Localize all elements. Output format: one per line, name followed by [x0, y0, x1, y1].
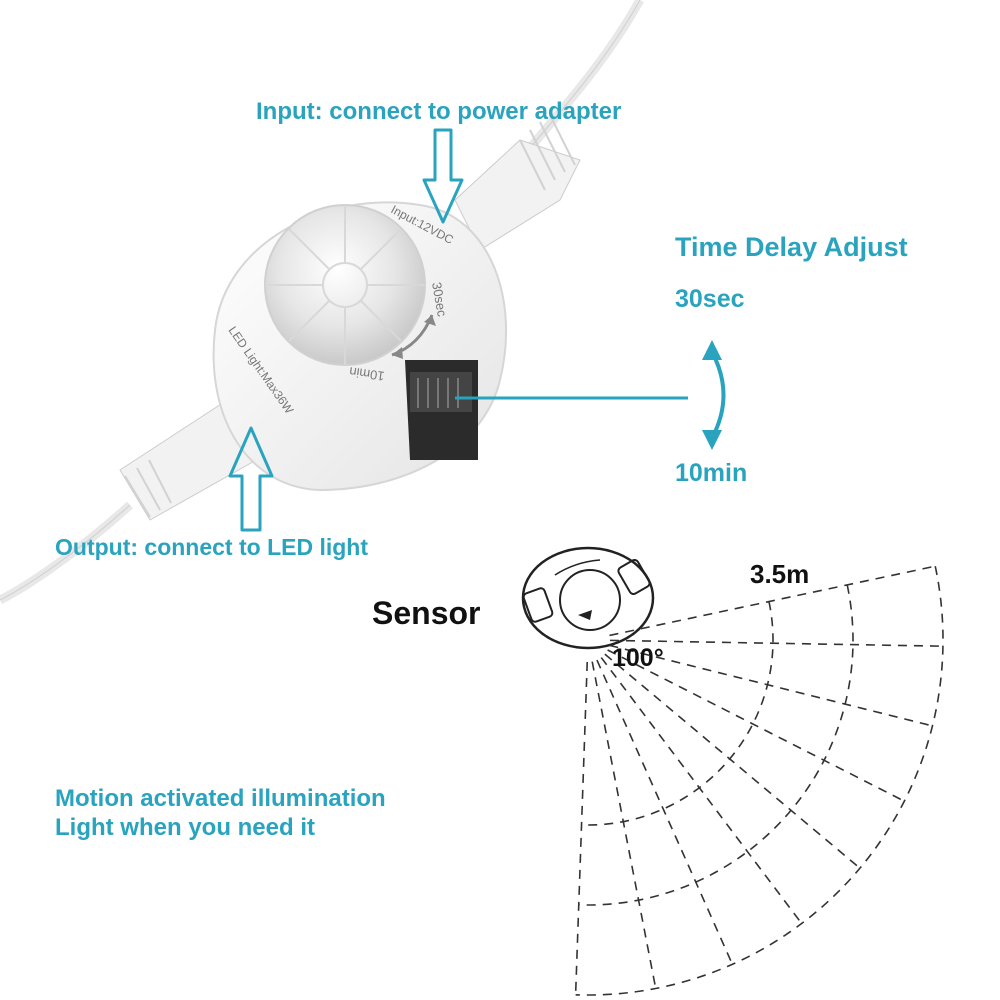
detection-ray — [609, 639, 943, 647]
detection-ray — [600, 657, 803, 924]
time-delay-min: 10min — [675, 459, 748, 487]
detection-ray — [609, 644, 933, 727]
sensor-label: Sensor — [372, 595, 481, 631]
detection-ray — [607, 649, 905, 802]
detection-arc — [575, 566, 944, 996]
detection-ray — [596, 659, 734, 965]
sensor-top-view — [521, 546, 655, 650]
input-label: Input: connect to power adapter — [256, 98, 622, 125]
detection-ray — [609, 565, 936, 637]
range-label: 3.5m — [750, 559, 810, 589]
tagline-line-2: Light when you need it — [55, 814, 315, 841]
detection-ray — [604, 653, 861, 869]
device-dial-min: 10min — [348, 364, 385, 384]
time-delay-max: 30sec — [675, 285, 745, 313]
device-dial-max: 30sec — [429, 281, 450, 318]
tagline-line-1: Motion activated illumination — [55, 785, 386, 812]
detection-zone — [574, 565, 944, 996]
output-label: Output: connect to LED light — [55, 534, 369, 560]
detection-ray — [574, 661, 589, 995]
detection-ray — [591, 661, 657, 989]
angle-label: 100° — [612, 644, 664, 672]
sensor-device — [212, 201, 508, 492]
input-plug — [454, 114, 581, 251]
output-arrow-icon — [228, 426, 274, 532]
input-arrow-icon — [422, 128, 464, 224]
time-adjust-arrow-icon — [702, 340, 726, 450]
output-cable-outline — [0, 504, 131, 601]
time-delay-title: Time Delay Adjust — [675, 232, 908, 262]
